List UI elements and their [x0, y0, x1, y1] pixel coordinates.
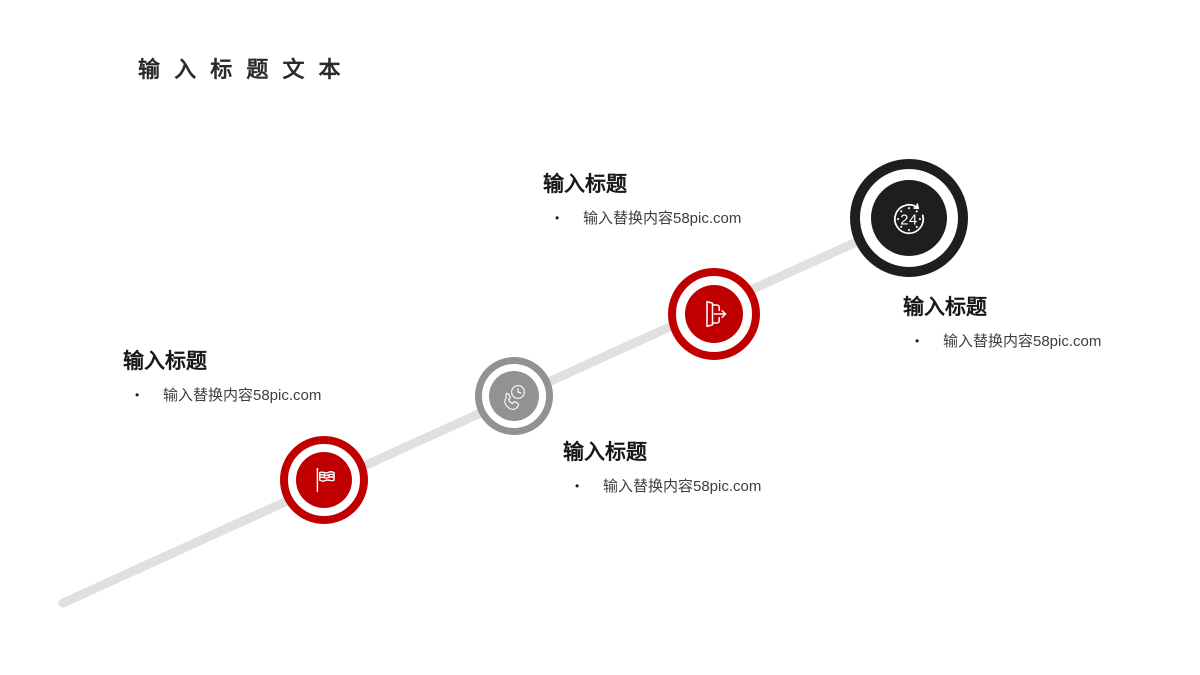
node-3-text-block: 输入标题 • 输入替换内容58pic.com [543, 172, 741, 228]
node-2-title: 输入标题 [563, 441, 647, 464]
timeline-node-4: 24 [850, 159, 968, 277]
node-2-text-block: 输入标题 • 输入替换内容58pic.com [563, 440, 761, 496]
node-4-bullet-item: • 输入替换内容58pic.com [903, 330, 1101, 351]
flag-icon [316, 468, 335, 493]
node-4-text-block: 输入标题 • 输入替换内容58pic.com [903, 295, 1101, 351]
node-3-title: 输入标题 [543, 173, 627, 196]
timeline-node-1-inner [296, 452, 352, 508]
door-exit-icon [706, 300, 727, 328]
timeline-node-2-inner [489, 371, 539, 421]
bullet-icon: • [135, 387, 140, 402]
node-1-bullet-item: • 输入替换内容58pic.com [123, 384, 321, 405]
timeline-node-3 [668, 268, 760, 360]
node-3-bullet-text: 输入替换内容58pic.com [583, 210, 742, 228]
node-1-bullet-text: 输入替换内容58pic.com [163, 387, 322, 405]
phone-time-icon [504, 384, 526, 410]
timeline-node-2 [475, 357, 553, 435]
timeline-node-4-inner: 24 [871, 180, 947, 256]
bullet-icon: • [575, 478, 580, 493]
page-title: 输 入 标 题 文 本 [138, 57, 345, 82]
clock-24-label: 24 [900, 212, 917, 228]
node-2-bullet-item: • 输入替换内容58pic.com [563, 475, 761, 496]
node-4-title: 输入标题 [903, 296, 987, 319]
node-1-text-block: 输入标题 • 输入替换内容58pic.com [123, 349, 321, 405]
timeline-node-3-inner [685, 285, 743, 343]
clock-24-icon: 24 [894, 203, 925, 235]
node-2-bullet-text: 输入替换内容58pic.com [603, 478, 762, 496]
node-4-bullet-text: 输入替换内容58pic.com [943, 333, 1102, 351]
node-3-bullet-item: • 输入替换内容58pic.com [543, 207, 741, 228]
bullet-icon: • [915, 333, 920, 348]
bullet-icon: • [555, 210, 560, 225]
node-1-title: 输入标题 [123, 350, 207, 373]
timeline-node-1 [280, 436, 368, 524]
